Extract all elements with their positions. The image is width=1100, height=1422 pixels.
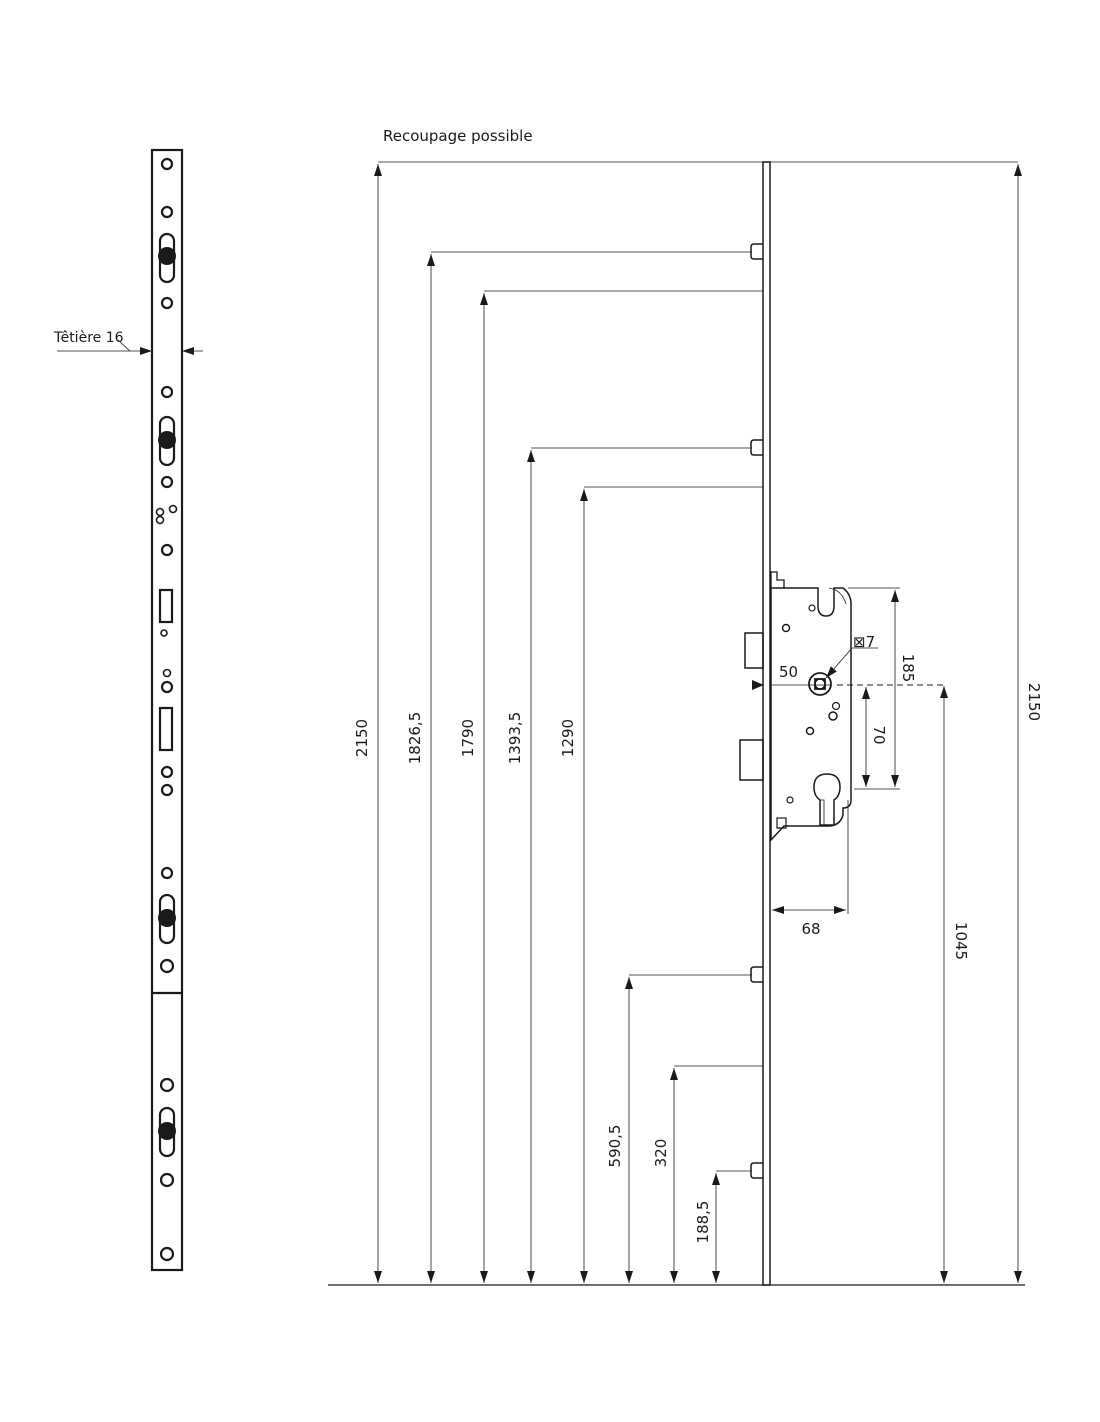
faceplate-deadbolt-opening: [158, 706, 174, 752]
dim-hook-mid: 1393,5: [506, 712, 524, 765]
square-size-label: ⊠7: [853, 633, 875, 651]
dim-roller-mid: 1290: [559, 719, 577, 757]
dim-total-height-right: 2150: [1025, 683, 1043, 721]
lock-side-view: Recoupage possible: [328, 127, 1043, 1286]
lock-case-outline: [770, 587, 852, 842]
faceplate-front-view: Têtière 16: [53, 148, 203, 1272]
dim-hook-low: 590,5: [606, 1125, 624, 1168]
dim-total-height-left: 2150: [353, 719, 371, 757]
vertical-dimension-lines: [374, 164, 1022, 1283]
faceplate-outline: [150, 148, 184, 1272]
faceplate-hook-slots: [158, 232, 176, 1158]
dim-hook-top: 1826,5: [406, 712, 424, 765]
dim-handle-height: 1045: [952, 922, 970, 960]
dim-roller-top: 1790: [459, 719, 477, 757]
dim-backset: 50: [779, 663, 798, 681]
follower-hub: [808, 672, 832, 696]
faceplate-latch-opening: [158, 588, 174, 624]
dim-roller-low: 320: [652, 1139, 670, 1168]
dim-hook-bottom: 188,5: [694, 1201, 712, 1244]
cylinder-profile: [813, 773, 841, 826]
lock-case: [739, 571, 852, 842]
hooks: [750, 243, 763, 1179]
faceplate-width-label: Têtière 16: [53, 330, 124, 346]
dim-case-height: 185: [899, 654, 917, 683]
dimension-extension-lines: [431, 251, 763, 1172]
dim-case-depth: 68: [801, 920, 820, 938]
follower-square: [814, 678, 826, 690]
cut-note-label: Recoupage possible: [383, 127, 533, 145]
dim-centre-distance: 70: [870, 725, 888, 744]
faceplate-holes: [155, 157, 178, 1262]
latch-bolt: [744, 632, 764, 669]
faceplate-side-rod: [762, 161, 771, 1286]
dead-bolt: [739, 739, 764, 781]
